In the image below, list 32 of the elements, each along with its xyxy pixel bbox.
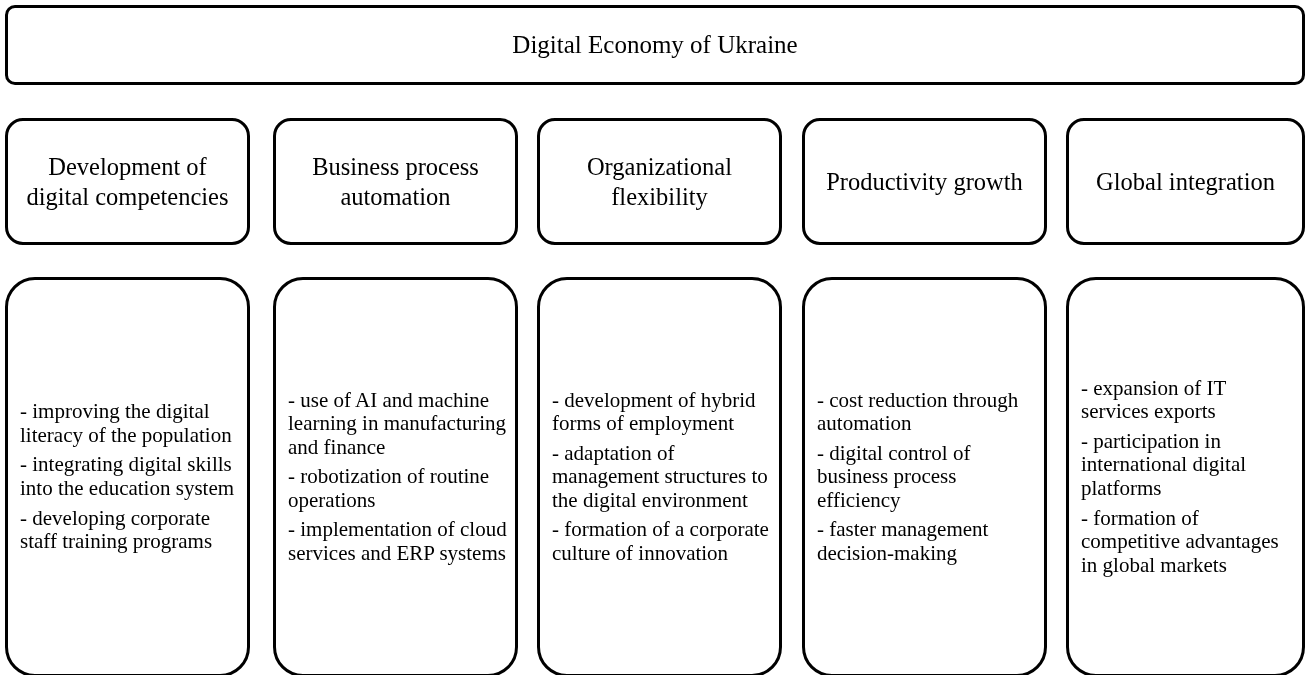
category-heading: Business process automation <box>311 152 480 211</box>
bullet-item: - formation of competitive advantages in global markets <box>1081 506 1280 578</box>
bullet-item: - integrating digital skills into the education system <box>20 453 236 501</box>
details-box <box>273 277 518 675</box>
category-box <box>802 118 1047 245</box>
main-box <box>5 5 1305 85</box>
bullet-item: - adaptation of management structures to the digital environment <box>552 441 769 513</box>
bullet-item: - expansion of IT services exports <box>1081 376 1227 424</box>
category-heading: Organizational flexibility <box>585 152 734 211</box>
category-box <box>273 118 518 245</box>
bullet-item: - development of hybrid forms of employment <box>552 388 757 436</box>
bullet-item: - use of AI and machine learning in manufacturing and finance <box>288 388 508 460</box>
details-box <box>537 277 782 675</box>
bullet-item: - improving the digital literacy of the population <box>20 400 233 448</box>
bullet-item: - faster management decision-making <box>817 518 990 566</box>
bullet-item: - participation in international digital platforms <box>1081 429 1248 501</box>
details-box <box>5 277 250 675</box>
category-heading: Global integration <box>1096 166 1275 197</box>
bullet-item: - implementation of cloud services and ERP systems <box>288 518 508 566</box>
bullet-item: - robotization of routine operations <box>288 465 491 513</box>
bullet-item: - formation of a corporate culture of innovation <box>552 518 770 566</box>
bullet-item: - cost reduction through automation <box>817 388 1020 436</box>
details-box <box>1066 277 1305 675</box>
box-label: Digital Economy of Ukraine <box>512 30 798 60</box>
category-box <box>537 118 782 245</box>
category-heading: Development of digital competencies <box>25 152 230 211</box>
category-heading: Productivity growth <box>826 166 1023 197</box>
category-box <box>1066 118 1305 245</box>
category-box <box>5 118 250 245</box>
details-box <box>802 277 1047 675</box>
bullet-item: - developing corporate staff training programs <box>20 506 214 554</box>
bullet-item: - digital control of business process efficiency <box>817 441 972 513</box>
